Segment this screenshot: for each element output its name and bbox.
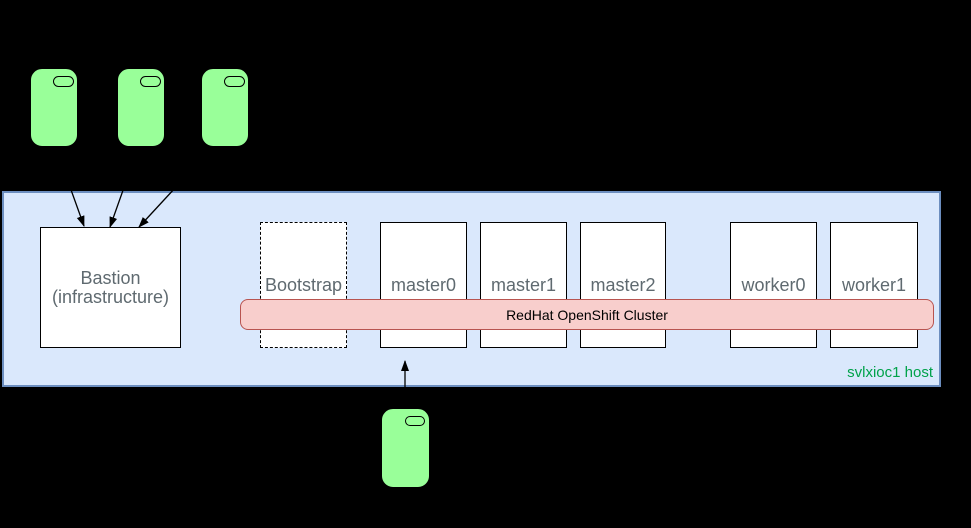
node-bastion: Bastion (infrastructure) [40, 227, 181, 348]
master0-label: master0 [390, 274, 457, 295]
device-camera-icon [405, 416, 425, 426]
mobile-device-icon [201, 68, 249, 147]
device-camera-icon [53, 76, 74, 87]
mobile-device-icon [117, 68, 165, 147]
host-label: svlxioc1 host [847, 364, 933, 381]
bootstrap-label: Bootstrap [264, 274, 343, 295]
master2-label: master2 [590, 274, 656, 295]
cluster-band-label: RedHat OpenShift Cluster [506, 306, 668, 323]
master1-label: master1 [490, 274, 557, 295]
device-camera-icon [224, 76, 245, 87]
device-camera-icon [140, 76, 161, 87]
mobile-device-icon [381, 408, 430, 488]
worker1-label: worker1 [841, 274, 907, 295]
mobile-device-icon [30, 68, 78, 147]
bastion-label: Bastion (infrastructure) [51, 267, 170, 307]
worker0-label: worker0 [741, 274, 806, 295]
cluster-band: RedHat OpenShift Cluster [240, 299, 934, 330]
